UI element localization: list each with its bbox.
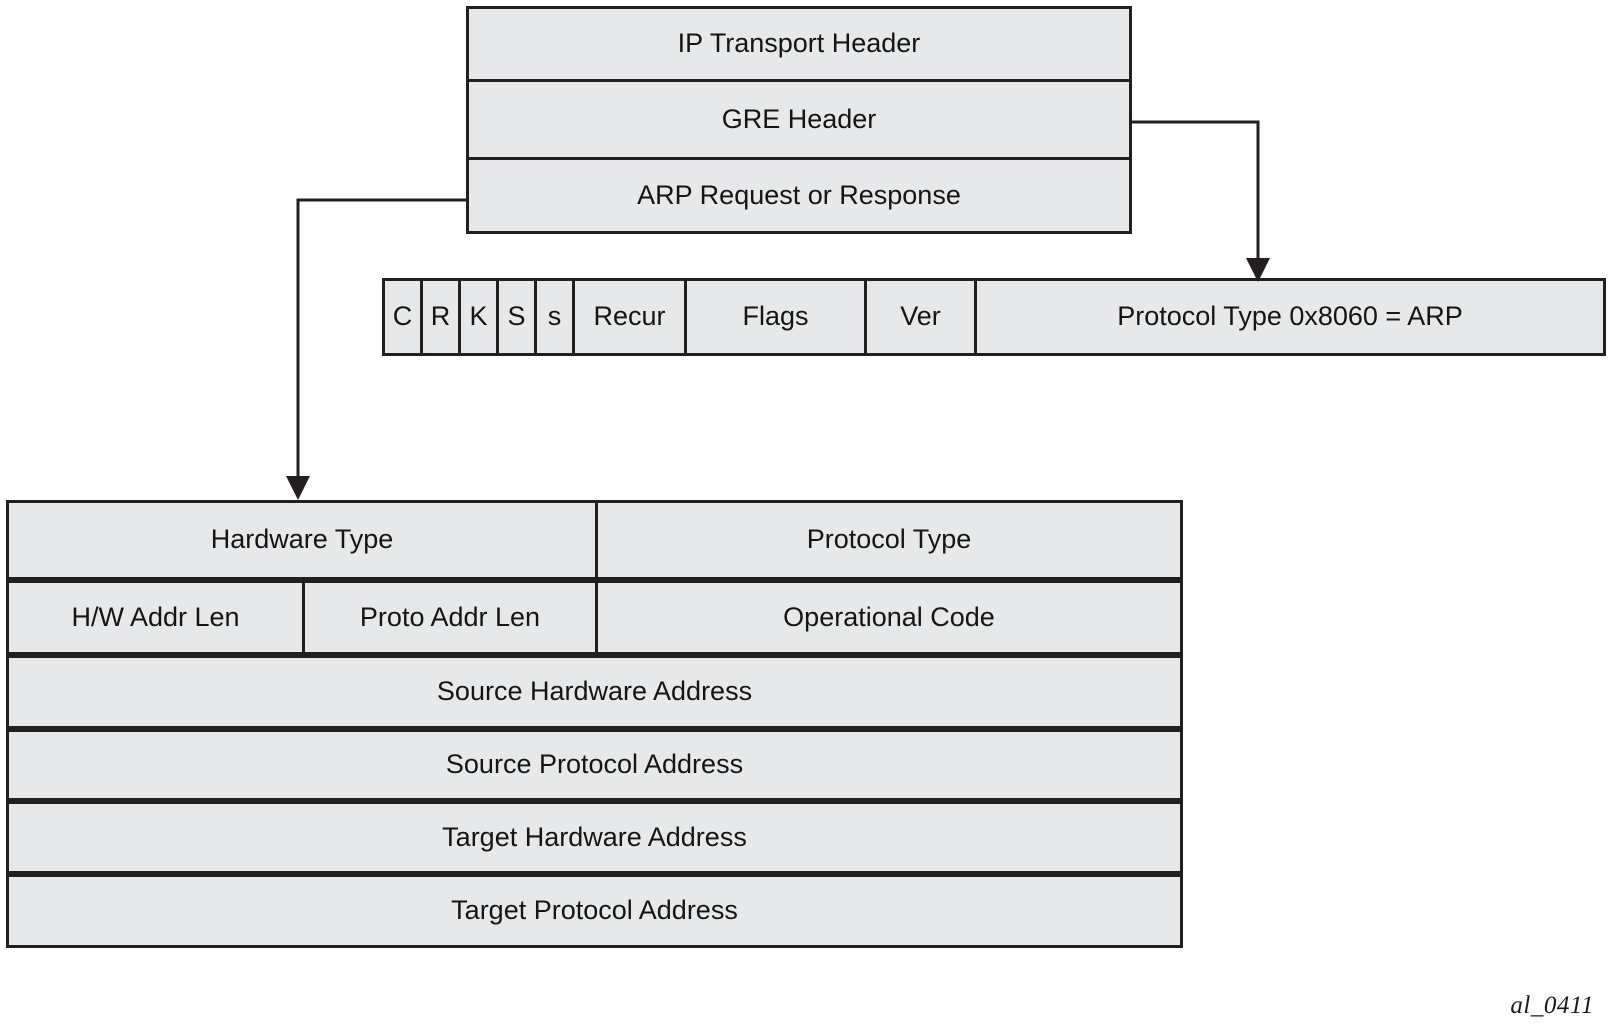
gre-field-label: Ver	[900, 301, 941, 332]
arp-field-label: Proto Addr Len	[359, 601, 541, 632]
gre-field-protocol-type: Protocol Type 0x8060 = ARP	[974, 278, 1606, 356]
gre-field-label: S	[507, 301, 526, 332]
packet-stack-row-label: ARP Request or Response	[637, 179, 961, 210]
gre-field-flags: Flags	[684, 278, 864, 356]
gre-field-label: s	[547, 301, 562, 332]
gre-field-k: K	[458, 278, 496, 356]
arp-field-label: Target Protocol Address	[451, 895, 738, 926]
arp-field-hw-addr-len: H/W Addr Len	[6, 580, 302, 655]
gre-field-ver: Ver	[864, 278, 974, 356]
gre-field-label: Protocol Type 0x8060 = ARP	[1117, 301, 1463, 332]
connector-gre-header-to-gre-detail-icon	[1132, 120, 1270, 282]
arp-field-target-hardware-address: Target Hardware Address	[6, 801, 1183, 874]
arp-field-label: Target Hardware Address	[442, 821, 747, 852]
arp-field-proto-addr-len: Proto Addr Len	[302, 580, 595, 655]
gre-field-label: Recur	[593, 301, 666, 332]
gre-field-c: C	[382, 278, 420, 356]
gre-field-label: Flags	[742, 301, 809, 332]
gre-field-s-lower: s	[534, 278, 572, 356]
arp-field-label: Source Protocol Address	[445, 749, 744, 780]
gre-field-s-upper: S	[496, 278, 534, 356]
arp-field-label: Hardware Type	[210, 524, 394, 555]
arp-field-protocol-type: Protocol Type	[595, 500, 1183, 580]
arp-field-label: H/W Addr Len	[71, 601, 240, 632]
arp-field-label: Source Hardware Address	[436, 676, 753, 707]
gre-field-r: R	[420, 278, 458, 356]
gre-field-label: K	[469, 301, 488, 332]
arp-field-source-protocol-address: Source Protocol Address	[6, 729, 1183, 801]
arp-field-source-hardware-address: Source Hardware Address	[6, 655, 1183, 729]
arp-field-label: Protocol Type	[806, 524, 972, 555]
packet-stack-row-arp-request-or-response: ARP Request or Response	[466, 160, 1132, 234]
gre-field-recur: Recur	[572, 278, 684, 356]
packet-stack-row-label: IP Transport Header	[677, 28, 921, 59]
arp-field-label: Operational Code	[783, 601, 995, 632]
gre-field-label: C	[392, 301, 413, 332]
packet-stack-row-label: GRE Header	[721, 103, 877, 134]
arp-field-operational-code: Operational Code	[595, 580, 1183, 655]
packet-stack-row-gre-header: GRE Header	[466, 82, 1132, 160]
arp-field-target-protocol-address: Target Protocol Address	[6, 874, 1183, 948]
gre-field-label: R	[430, 301, 451, 332]
arp-field-hardware-type: Hardware Type	[6, 500, 595, 580]
packet-stack-row-ip-transport-header: IP Transport Header	[466, 6, 1132, 82]
figure-caption: al_0411	[1510, 992, 1594, 1019]
